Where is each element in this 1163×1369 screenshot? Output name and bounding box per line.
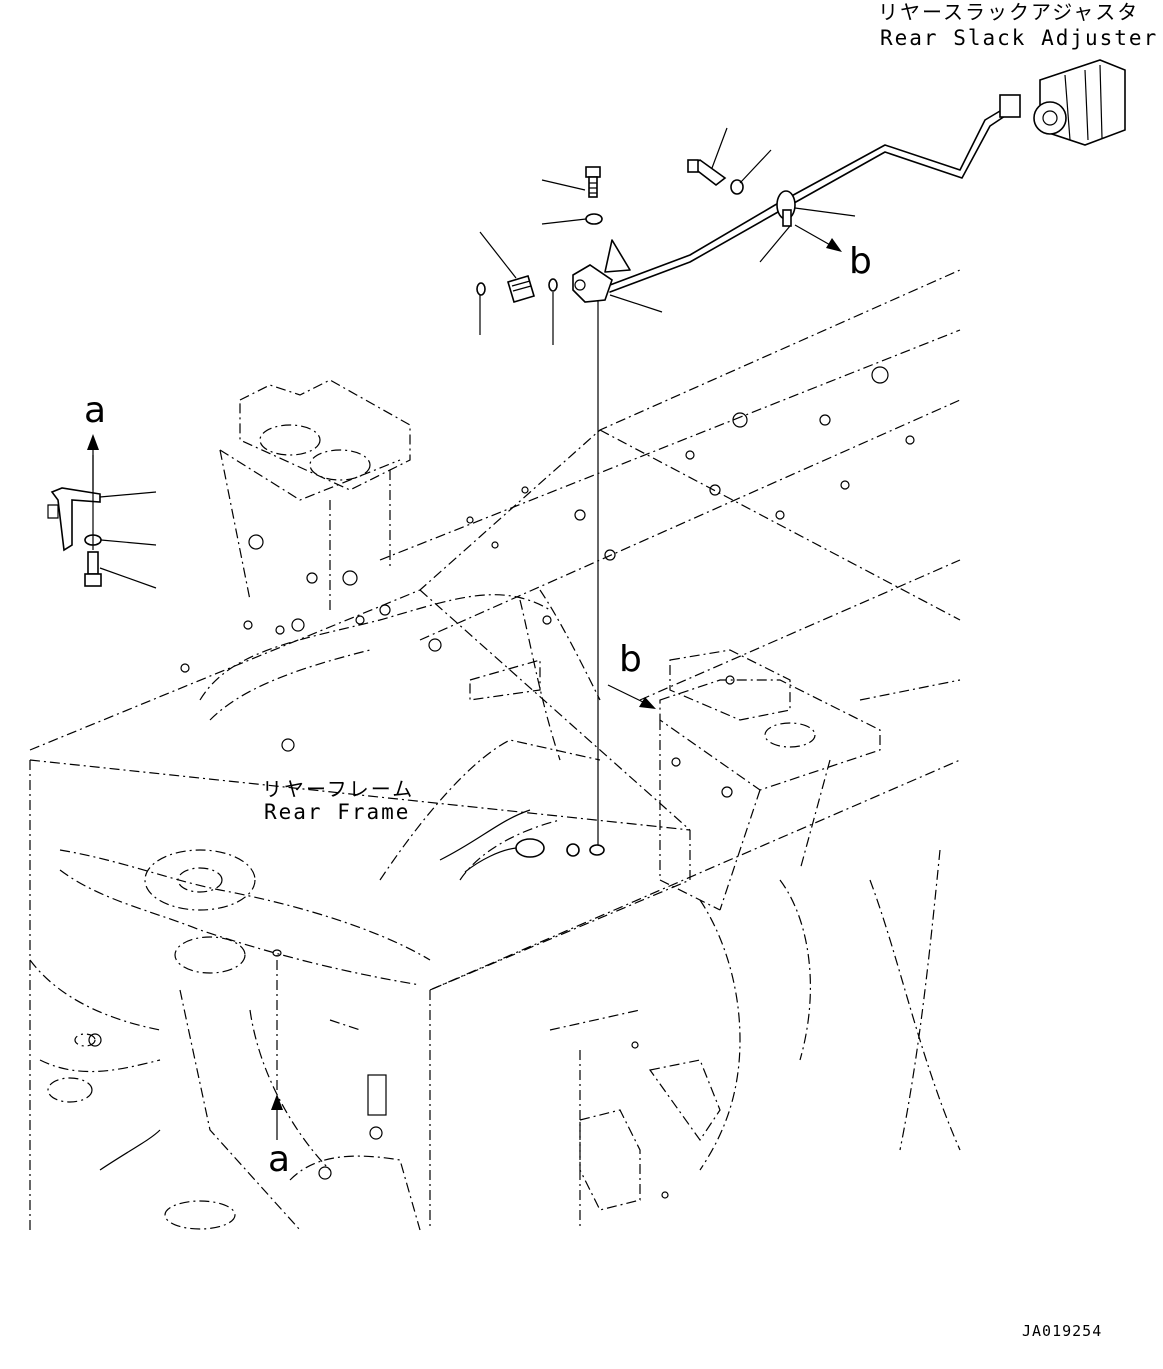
view-marker-b-lower: b [619, 639, 642, 680]
arrow-a-upper [87, 434, 99, 490]
slack-adjuster-label-jp: リヤースラックアジャスタ [878, 0, 1140, 24]
frame-holes [88, 366, 915, 1199]
right-support-bracket [659, 649, 881, 911]
frame-mount-point [464, 838, 605, 873]
lower-frame-details [29, 809, 961, 1231]
pipe-clip [776, 190, 796, 227]
arrow-b-upper [794, 224, 842, 252]
o-ring-left [476, 282, 486, 296]
slack-adjuster-label-en: Rear Slack Adjuster [880, 26, 1159, 50]
upper-washer [585, 213, 603, 225]
view-marker-b-upper: b [849, 241, 872, 282]
brake-pipe [604, 107, 1006, 293]
clip-washer [730, 179, 744, 195]
clip-bolt [687, 159, 727, 187]
rear-frame-crossmember [59, 589, 601, 986]
rear-frame-label-jp: リヤーフレーム [262, 777, 415, 801]
view-marker-a-lower: a [268, 1139, 291, 1180]
leader-lines [99, 127, 856, 589]
o-ring-right [548, 278, 558, 292]
rear-frame-label-en: Rear Frame [264, 800, 411, 824]
slack-adjuster [999, 59, 1126, 146]
view-marker-a-upper: a [84, 390, 107, 431]
upper-bolt [585, 166, 601, 198]
left-support-bracket [219, 379, 411, 610]
bracket-a-bolt [84, 551, 102, 587]
arrow-a-lower [271, 949, 283, 1140]
rear-frame-rails [29, 269, 961, 1230]
bracket-a [47, 487, 101, 552]
drawing-number: JA019254 [1022, 1322, 1103, 1340]
arrow-b-lower [607, 684, 656, 709]
connector [507, 275, 535, 303]
pipe-joint-block [572, 264, 613, 303]
